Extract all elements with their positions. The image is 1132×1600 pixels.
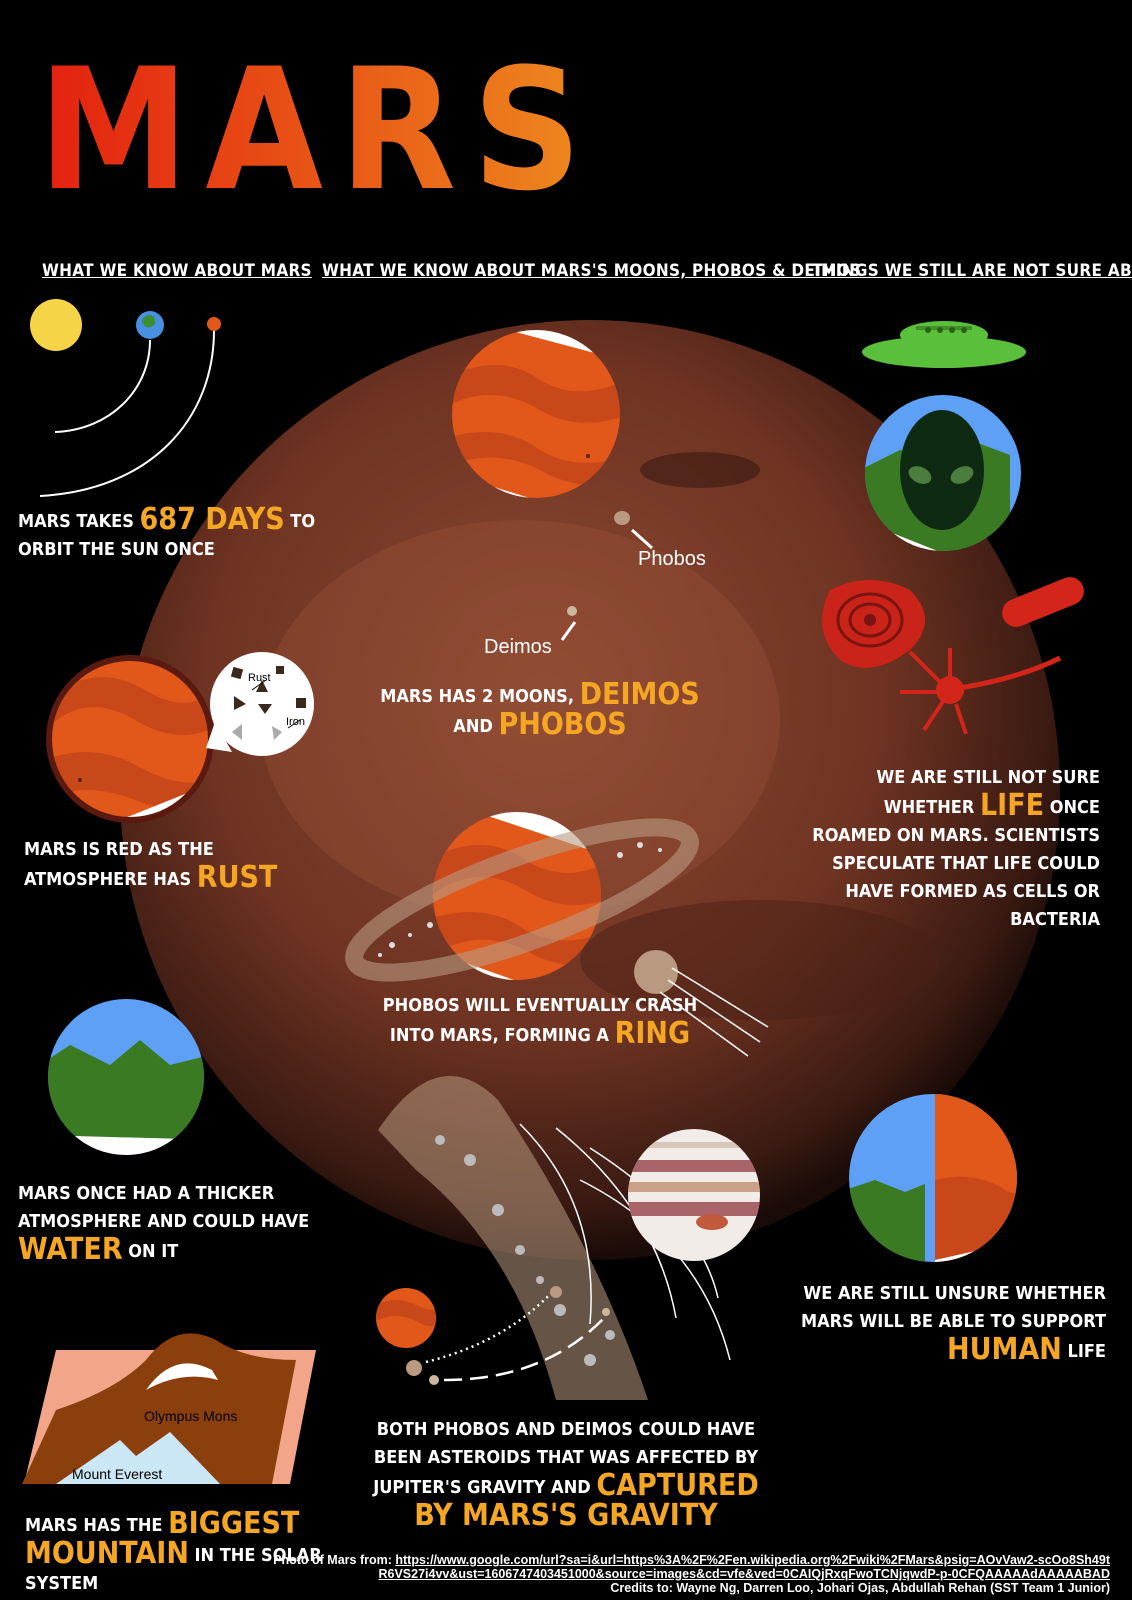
moons-fact: Mars has 2 moons, Deimos and Phobos <box>380 677 700 742</box>
olympus-mons-label: Olympus Mons <box>144 1408 238 1424</box>
phobos-crash <box>634 950 769 1057</box>
asteroid-belt-icon <box>378 1076 648 1400</box>
mount-everest-label: Mount Everest <box>72 1466 163 1482</box>
bacteria-icon <box>1002 577 1084 627</box>
mars-photo <box>120 320 1060 1260</box>
human-fact: We are still unsure whether mars will be… <box>801 1283 1106 1367</box>
neuron-icon <box>900 648 1062 735</box>
right-section-heading: Things we still are not sure about <box>812 261 1132 281</box>
iron-label: Iron <box>286 716 305 728</box>
water-fact: Mars once had a thicker atmosphere and c… <box>18 1183 310 1267</box>
mars-terraform-planet <box>849 1094 1017 1262</box>
mars-rust-planet <box>46 655 214 823</box>
credits: Photo of Mars from: https://www.google.c… <box>273 1553 1110 1595</box>
orbit-fact: Mars takes 687 days to orbit the sun onc… <box>18 502 316 561</box>
deimos-label: Deimos <box>484 636 552 658</box>
asteroids-fact: Both phobos and deimos could have been a… <box>373 1419 759 1533</box>
mars-ring-planet <box>345 812 699 982</box>
mountain-fact: Mars has the biggest mountain in the sol… <box>25 1506 322 1595</box>
left-section-heading: What we know about mars <box>42 261 312 281</box>
photo-source-link[interactable]: https://www.google.com/url?sa=i&url=http… <box>378 1553 1110 1581</box>
ring-fact: Phobos will eventually crash into mars, … <box>382 995 698 1051</box>
small-mars-icon <box>376 1288 436 1348</box>
title: MARS <box>38 32 598 228</box>
alien-icon <box>865 395 1021 551</box>
rust-fact: Mars is red as the atmosphere has rust <box>24 839 278 895</box>
cell-icon <box>822 580 925 668</box>
phobos-moon <box>614 511 630 525</box>
deimos-moon <box>567 606 577 616</box>
phobos-label: Phobos <box>638 548 706 570</box>
ufo-icon <box>862 321 1026 368</box>
middle-section-heading: What we know about mars's moons, phobos … <box>322 261 862 281</box>
mars-icon <box>207 317 221 331</box>
mountain-icon <box>22 1333 316 1484</box>
jupiter-icon <box>628 1129 760 1261</box>
sun-icon <box>30 299 82 351</box>
life-fact: We are still not sure whether life once … <box>812 767 1100 930</box>
rust-speech-bubble <box>206 652 314 756</box>
rust-label: Rust <box>248 672 271 684</box>
